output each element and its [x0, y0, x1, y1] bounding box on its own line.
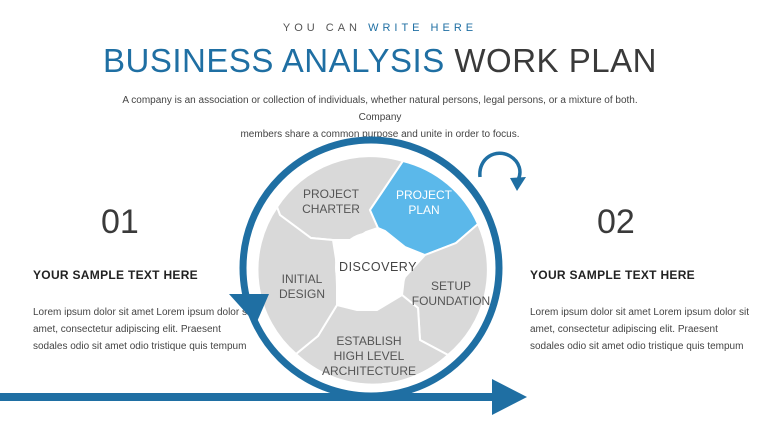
title-rest: WORK PLAN	[454, 42, 657, 79]
bottom-arrow-head-icon	[492, 379, 527, 415]
right-heading: YOUR SAMPLE TEXT HERE	[530, 268, 695, 282]
segment-label-initial-2: DESIGN	[279, 287, 325, 301]
segment-label-charter-2: CHARTER	[302, 202, 360, 216]
left-number: 01	[101, 203, 139, 241]
segment-project-plan	[368, 159, 480, 257]
tagline-prefix: YOU CAN	[282, 22, 369, 34]
left-body: Lorem ipsum dolor sit amet Lorem ipsum d…	[33, 307, 252, 352]
right-number: 02	[597, 203, 635, 241]
segment-label-establish-2: HIGH LEVEL	[334, 349, 405, 363]
tagline: YOU CAN WRITE HERE	[0, 22, 760, 34]
curved-arrow-head-icon	[510, 177, 526, 191]
segment-label-plan-1: PROJECT	[396, 188, 453, 202]
left-heading: YOUR SAMPLE TEXT HERE	[33, 268, 198, 282]
page-title: BUSINESS ANALYSIS WORK PLAN	[0, 42, 760, 80]
segment-label-setup-1: SETUP	[431, 279, 471, 293]
segment-establish-architecture	[294, 293, 450, 386]
description-line-1: A company is an association or collectio…	[122, 95, 638, 123]
center-circle	[335, 232, 407, 304]
bottom-arrow-shaft	[0, 393, 497, 401]
title-accent: BUSINESS ANALYSIS	[103, 42, 445, 79]
segment-label-plan-2: PLAN	[408, 203, 439, 217]
segment-label-establish-3: ARCHITECTURE	[322, 364, 416, 378]
left-arrowhead-icon	[229, 294, 269, 324]
center-label: DISCOVERY	[339, 260, 417, 274]
curved-arrow-icon	[478, 151, 522, 181]
description-line-2: members share a common purpose and unite…	[240, 129, 520, 140]
segment-label-establish-1: ESTABLISH	[336, 334, 401, 348]
segment-label-charter-1: PROJECT	[303, 187, 360, 201]
tagline-accent: WRITE HERE	[368, 22, 478, 34]
segment-label-setup-2: FOUNDATION	[412, 294, 490, 308]
segment-label-initial-1: INITIAL	[282, 272, 323, 286]
segment-initial-design	[256, 204, 338, 356]
description: A company is an association or collectio…	[110, 92, 650, 143]
right-body: Lorem ipsum dolor sit amet Lorem ipsum d…	[530, 307, 749, 352]
